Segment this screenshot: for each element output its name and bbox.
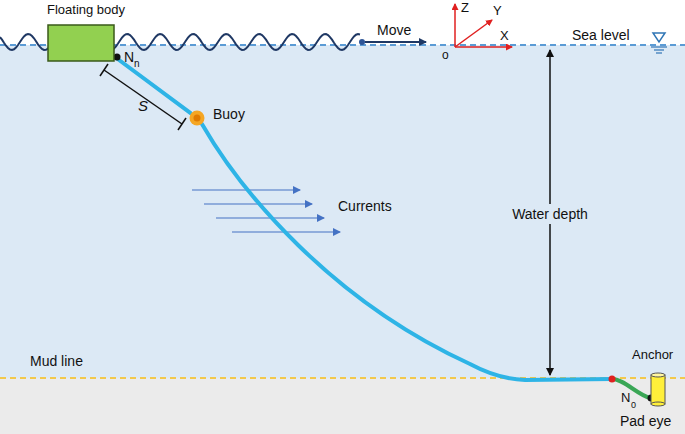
mud-line-label: Mud line [30, 353, 83, 369]
currents-label: Currents [338, 198, 392, 214]
node-symbol: N [621, 390, 630, 406]
axis-label: Z [461, 0, 469, 16]
sea-level-label: Sea level [572, 27, 630, 43]
water [0, 45, 685, 378]
wave-end-dot [359, 39, 365, 45]
move-label: Move [377, 22, 411, 38]
s-dimension [100, 64, 186, 130]
mooring-line-segment [202, 124, 612, 380]
mooring-line-segment [115, 57, 191, 113]
buoy-shape [189, 110, 205, 126]
mooring-line-segment [612, 379, 650, 398]
floating-body: Floating body [47, 24, 115, 62]
touchdown-point [609, 376, 616, 383]
seabed [0, 378, 685, 434]
node-symbol: N [124, 49, 134, 65]
axis-label: X [500, 28, 509, 44]
node-label: Buoy [213, 106, 245, 122]
origin-label: o [442, 47, 449, 63]
node-label: Floating body [47, 2, 125, 17]
mooring-line [115, 57, 191, 113]
mooring-line [202, 124, 650, 398]
anchor-shape [650, 372, 666, 406]
floating-body-shape [47, 24, 115, 62]
water-depth-label: Water depth [509, 204, 591, 224]
buoy: Buoy [189, 110, 205, 126]
node-label: Anchor [632, 347, 673, 362]
subscript: n [134, 56, 140, 72]
pad-eye-label: Pad eye [620, 413, 671, 429]
move-arrow [365, 41, 426, 43]
dimension-label: S [138, 98, 148, 114]
anchor: Anchor [650, 372, 666, 406]
subscript: 0 [631, 397, 636, 413]
axis-label: Y [493, 3, 502, 19]
sea-level-symbol [651, 33, 667, 53]
